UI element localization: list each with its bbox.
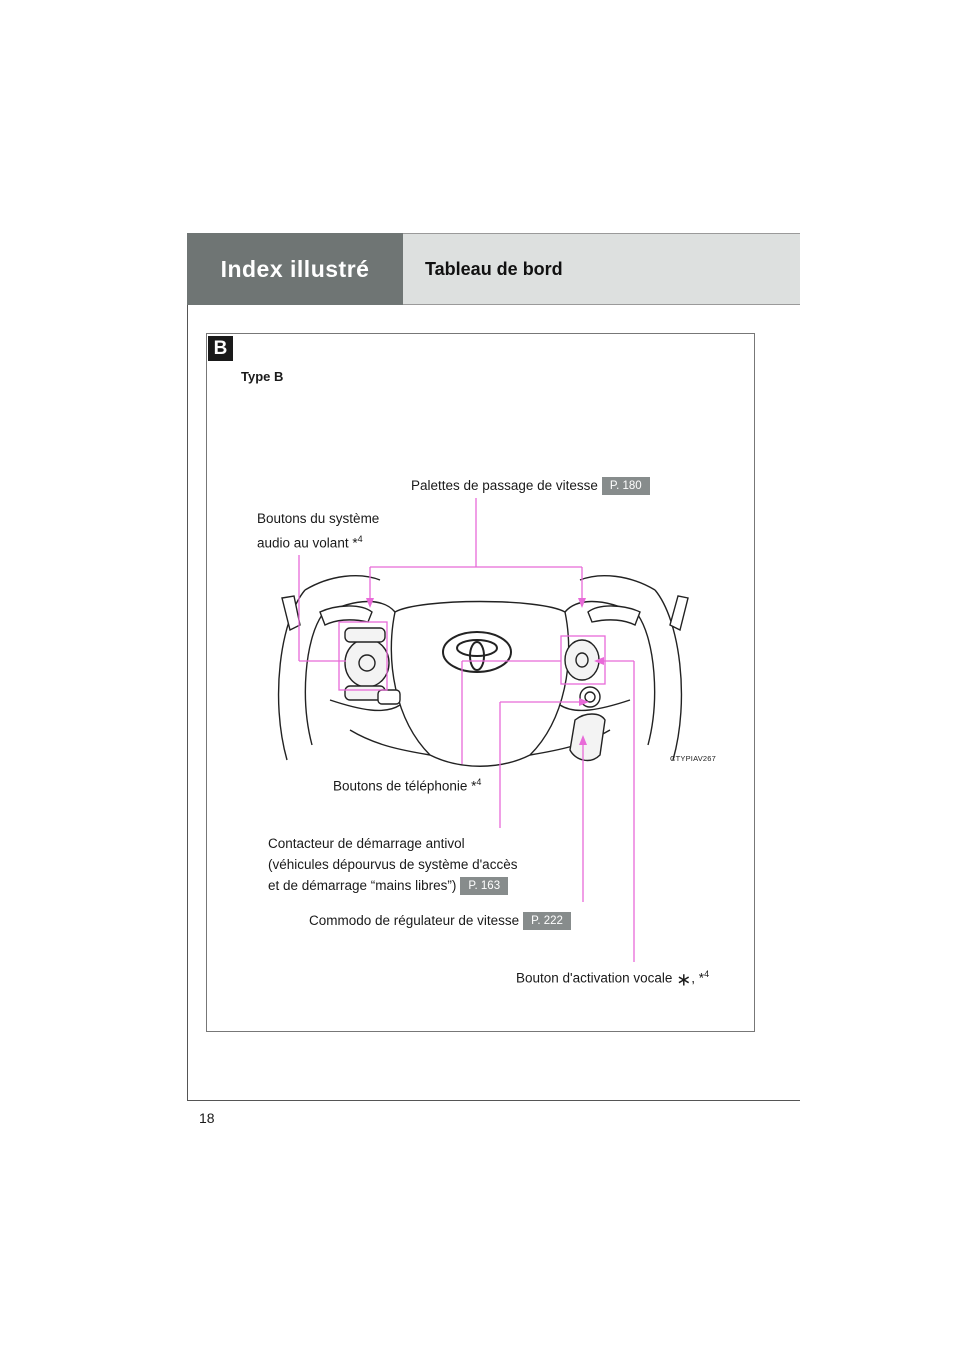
callout-ignition: Contacteur de démarrage antivol (véhicul… (268, 833, 517, 896)
page-number: 18 (199, 1110, 215, 1126)
toyota-logo-icon (442, 631, 512, 673)
page-title: Tableau de bord (403, 233, 800, 305)
callout-voice-tail: , * (691, 970, 705, 986)
callout-voice-asterisk: ∗ (676, 969, 692, 990)
figure-box (206, 333, 755, 1032)
callout-voice-text: Bouton d'activation vocale (516, 970, 673, 986)
page-title-text: Tableau de bord (425, 258, 563, 279)
callout-phone: Boutons de téléphonie *4 (333, 772, 481, 797)
callout-phone-footnote: 4 (476, 777, 482, 787)
callout-cruise-text: Commodo de régulateur de vitesse (309, 913, 520, 928)
callout-ignition-line3: et de démarrage “mains libres”)P. 163 (268, 875, 517, 896)
callout-paddles-text: Palettes de passage de vitesse (411, 478, 598, 493)
callout-cruise-ref[interactable]: P. 222 (523, 912, 571, 931)
callout-audio-line2: audio au volant *4 (257, 529, 379, 554)
callout-audio-line2-text: audio au volant * (257, 535, 358, 551)
section-title: Index illustré (187, 233, 403, 305)
callout-ignition-line1: Contacteur de démarrage antivol (268, 836, 465, 851)
callout-ignition-line3-text: et de démarrage “mains libres”) (268, 878, 457, 893)
page-frame-bottom-rule (187, 1100, 800, 1101)
callout-voice-footnote: 4 (704, 969, 710, 979)
callout-audio: Boutons du système audio au volant *4 (257, 508, 379, 554)
type-label: Type B (241, 369, 284, 384)
callout-paddles-ref[interactable]: P. 180 (601, 477, 650, 496)
callout-voice: Bouton d'activation vocale ∗, *4 (516, 964, 709, 991)
callout-phone-text: Boutons de téléphonie * (333, 778, 477, 794)
callout-audio-line1: Boutons du système (257, 511, 380, 526)
callout-audio-footnote: 4 (357, 534, 363, 544)
figure-badge: B (208, 336, 233, 361)
callout-ignition-ref[interactable]: P. 163 (460, 877, 509, 896)
page-frame-left-rule (187, 233, 188, 1101)
image-code: CTYPIAV267 (670, 754, 717, 763)
callout-ignition-line2: (véhicules dépourvus de système d'accès (268, 857, 518, 872)
